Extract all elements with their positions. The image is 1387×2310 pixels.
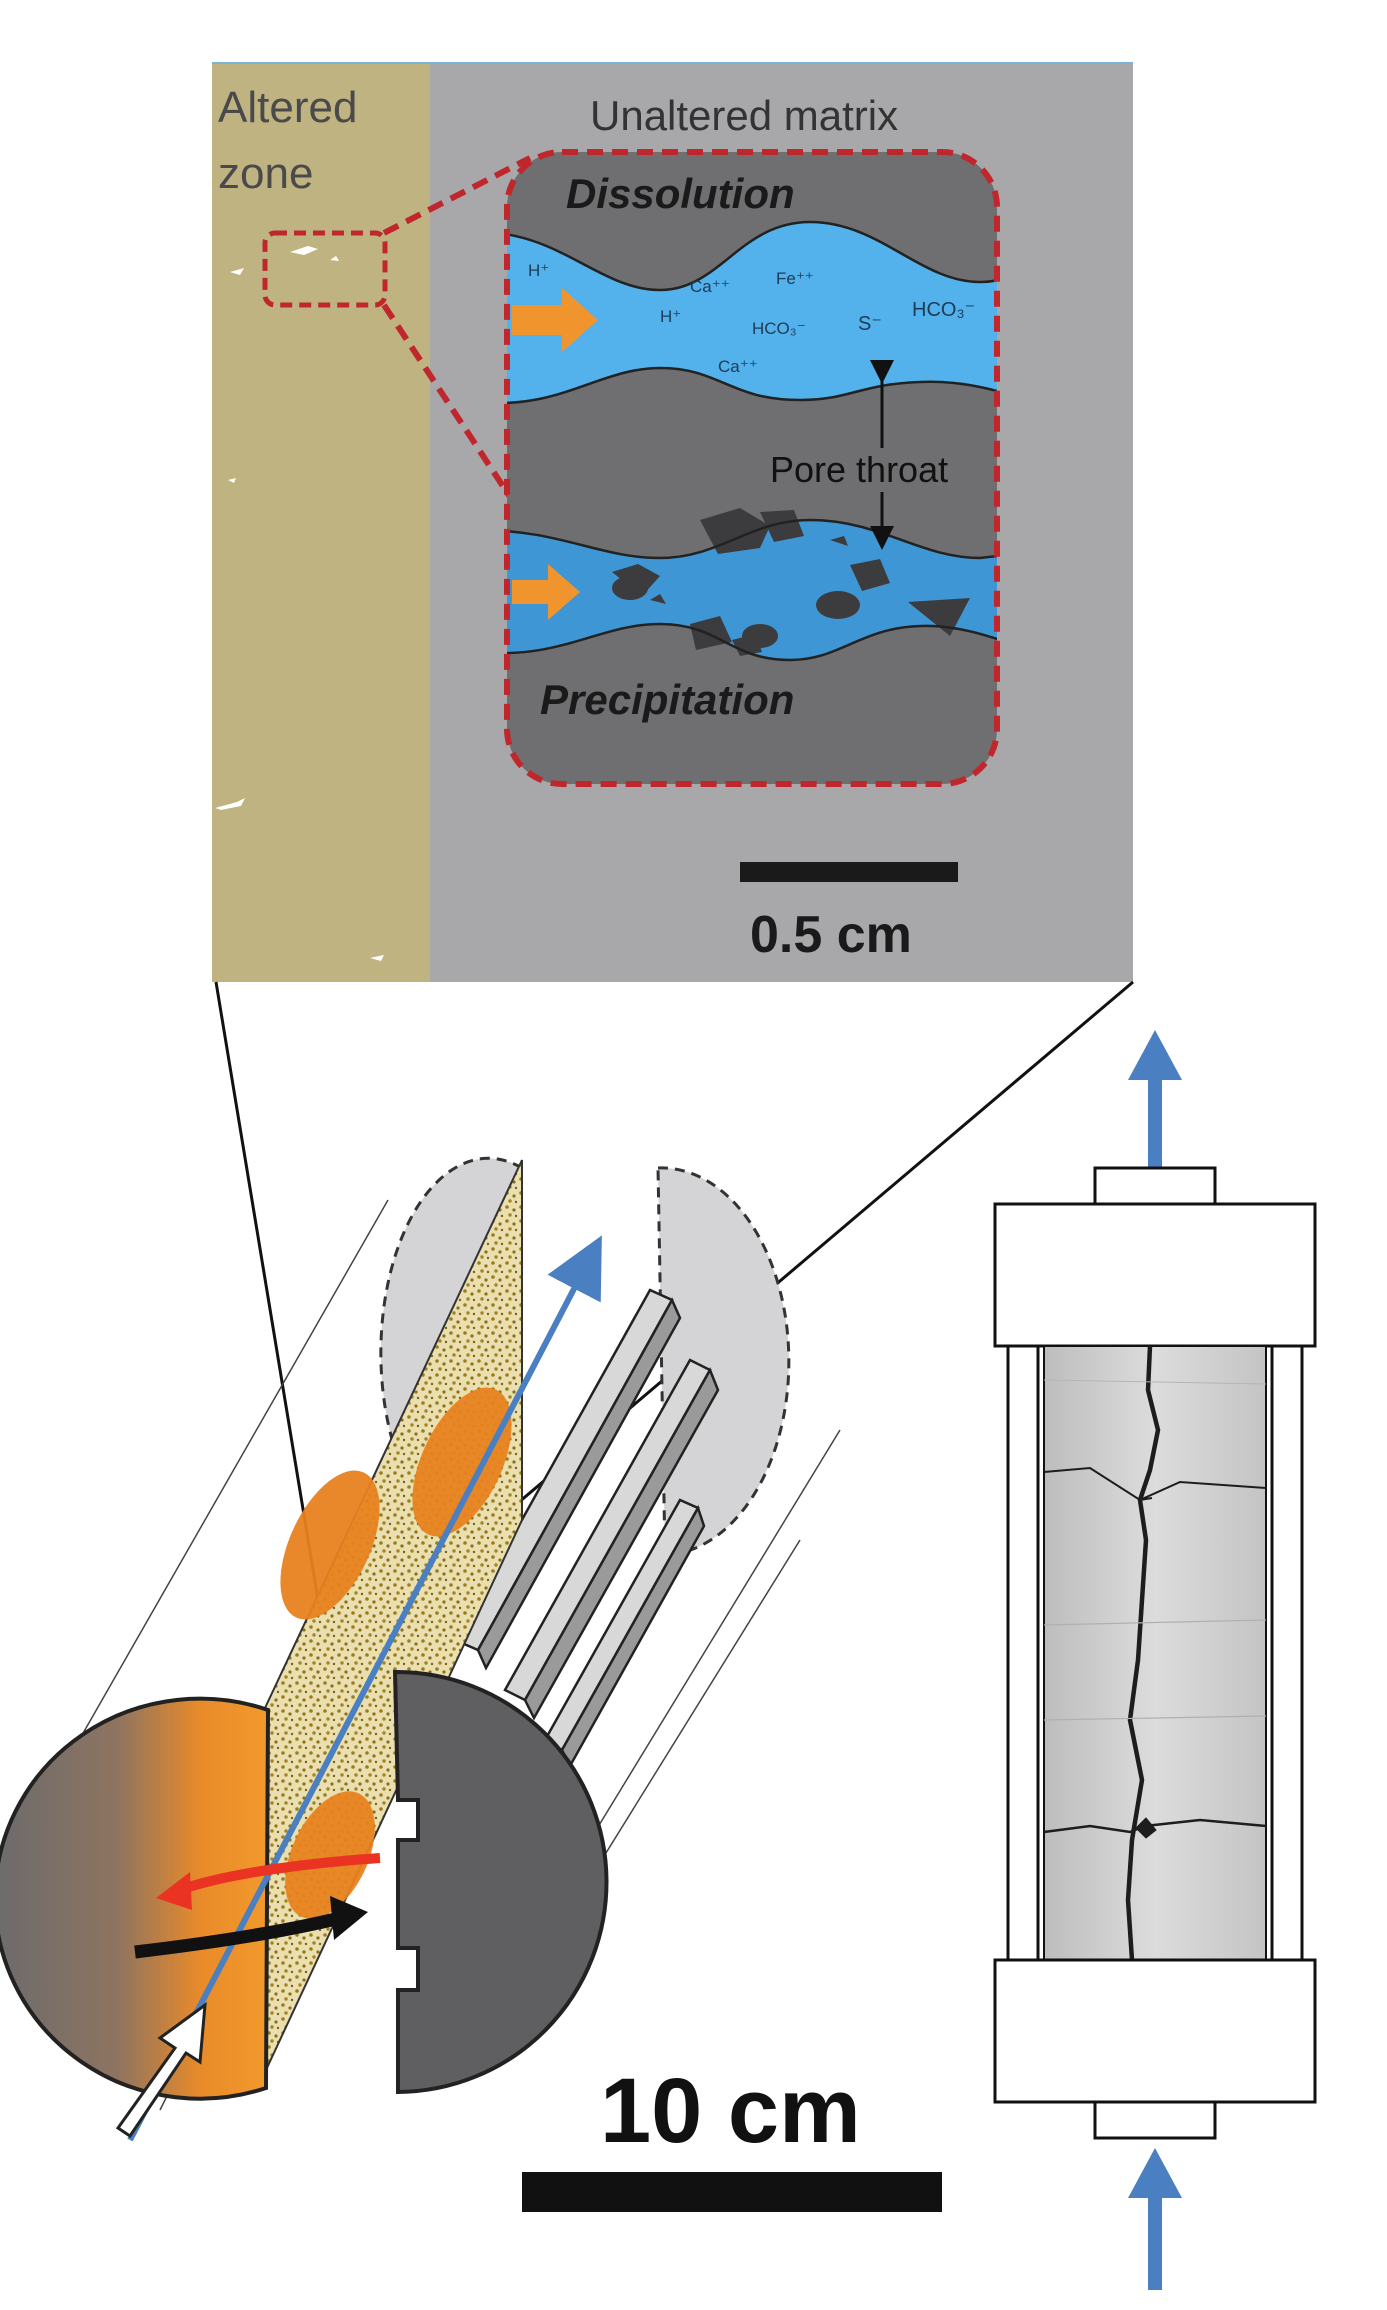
inset-scale-label: 0.5 cm — [750, 906, 912, 964]
zoom-connector-bottom — [381, 303, 515, 502]
cylinder-edge — [61, 1199, 389, 1771]
precipitation-channel — [507, 520, 997, 660]
holder-rod-right — [1270, 1344, 1304, 1962]
outlet-arrow-head — [1128, 1030, 1182, 1080]
core-holder — [993, 1030, 1317, 2290]
black-arrow-head — [330, 1896, 368, 1940]
ion-label: H⁺ — [528, 261, 549, 280]
top-fitting — [1093, 1166, 1217, 1206]
precipitate-particles — [612, 508, 970, 656]
ion-label: HCO₃⁻ — [912, 299, 975, 321]
pore-panel-frame — [504, 149, 1000, 787]
fracture-flow-arrow — [127, 1235, 602, 2142]
red-arrow-head — [156, 1872, 192, 1910]
ion-label: Ca⁺⁺ — [690, 277, 730, 296]
main-scale-label: 10 cm — [600, 2060, 861, 2162]
pore-panel: H⁺ Ca⁺⁺ Fe⁺⁺ H⁺ HCO₃⁻ S⁻ HCO₃⁻ Ca⁺⁺ Pore… — [504, 149, 1000, 787]
fracture-plates — [453, 1288, 720, 1769]
altered-zone-specks — [215, 246, 384, 961]
top-endcap — [993, 1202, 1317, 1348]
dark-core-half — [392, 1669, 609, 2095]
ion-label: S⁻ — [858, 313, 882, 335]
inlet-arrow-head — [1128, 2148, 1182, 2198]
inset-connector-left — [214, 981, 322, 1613]
flow-arrow-top — [512, 288, 598, 352]
dissolution-channel — [507, 222, 997, 403]
cylinder-edge — [589, 1429, 841, 1841]
flow-arrow-bottom — [512, 564, 580, 620]
red-arrow-shaft — [178, 1853, 381, 1895]
holder-rod-left — [1006, 1344, 1040, 1962]
unaltered-matrix-label: Unaltered matrix — [590, 92, 898, 139]
inset-panel: Altered zone Unaltered matrix — [212, 62, 1133, 982]
alteration-patches — [280, 1387, 512, 1919]
zoom-connector-top — [382, 155, 532, 236]
core-diagram — [0, 1156, 841, 2142]
altered-zone-label-2: zone — [218, 149, 313, 198]
inset-scale-bar — [740, 862, 958, 882]
ion-label: H⁺ — [660, 307, 681, 326]
altered-core-half — [0, 1696, 271, 2101]
main-scale-bar — [522, 2172, 942, 2212]
dissolution-label: Dissolution — [566, 170, 795, 217]
core-fractures — [1043, 1345, 1267, 1961]
bottom-endcap — [993, 1958, 1317, 2104]
precipitation-label: Precipitation — [540, 676, 794, 723]
inlet-arrow — [115, 2001, 207, 2139]
pore-throat-label: Pore throat — [770, 449, 948, 490]
altered-zone-region — [212, 62, 430, 982]
ion-label: HCO₃⁻ — [752, 319, 806, 338]
bottom-fitting — [1093, 2100, 1217, 2140]
ion-label: Ca⁺⁺ — [718, 357, 758, 376]
pore-throat-label-bg — [762, 448, 994, 492]
black-arrow-shaft — [134, 1911, 342, 1959]
selection-box — [262, 230, 388, 308]
back-disc-right — [656, 1166, 791, 1557]
altered-zone-label-1: Altered — [218, 83, 357, 132]
ion-label: Fe⁺⁺ — [776, 269, 814, 288]
